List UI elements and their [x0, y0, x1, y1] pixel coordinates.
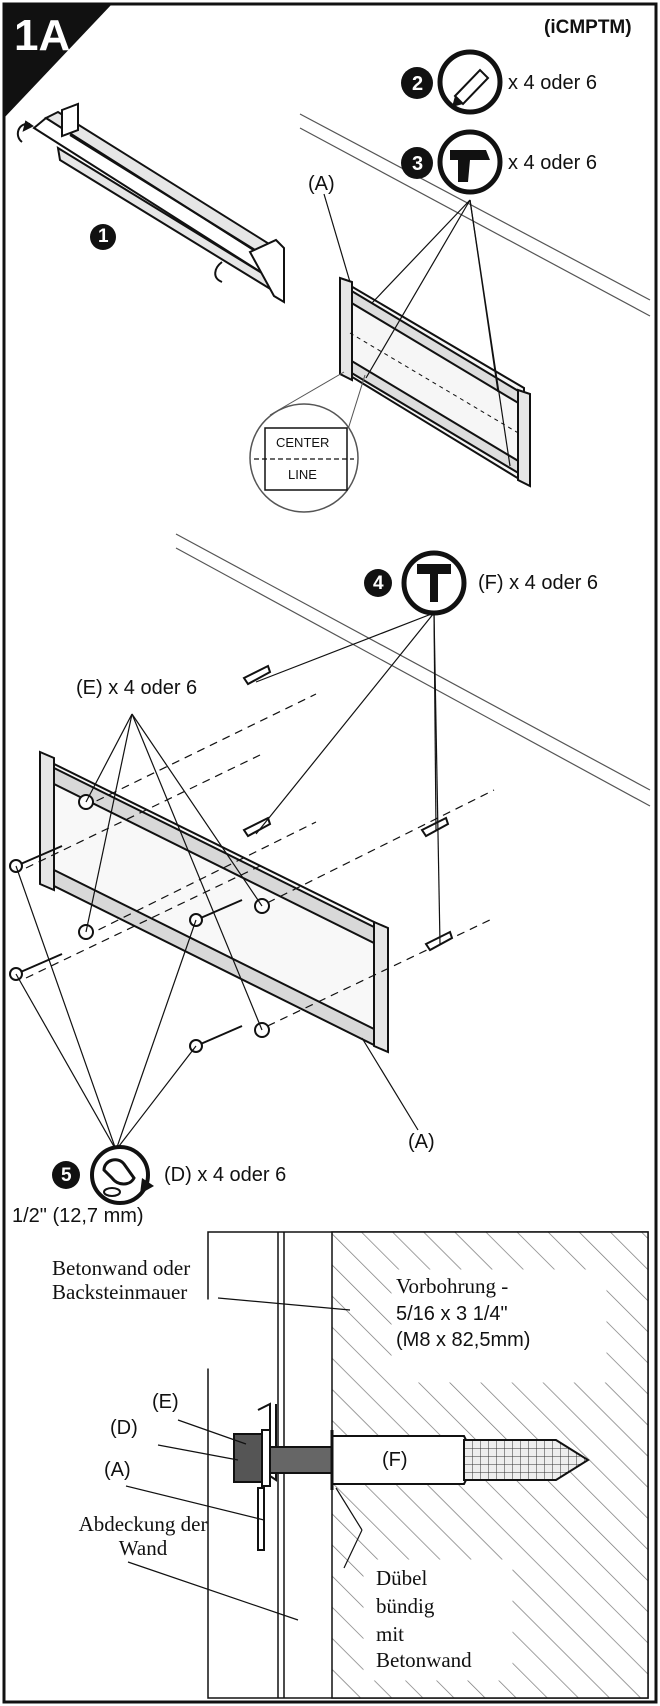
predrill-size-inch: 5/16 x 3 1/4"	[396, 1303, 508, 1325]
cross-section-view	[49, 1231, 649, 1699]
center-label: CENTER	[276, 435, 330, 450]
wrench-qty: (D) x 4 oder 6	[164, 1164, 287, 1186]
drill-qty: x 4 oder 6	[508, 152, 597, 174]
wall-plate-front-mid	[39, 750, 389, 1054]
step-2-number: 2	[412, 73, 424, 95]
washer-qty: (E) x 4 oder 6	[76, 677, 198, 699]
step-2-badge	[401, 67, 433, 99]
predrill-title: Vorbohrung -	[396, 1274, 509, 1298]
anchor-note-3: mit	[376, 1622, 405, 1646]
step-corner-badge	[4, 4, 112, 118]
model-code: (iCMPTM)	[544, 17, 632, 38]
wrench-pointers	[15, 865, 419, 1151]
wall-label: Betonwand oder Backsteinmauer	[52, 1256, 191, 1305]
cover-label: Abdeckung der Wand	[78, 1512, 208, 1561]
step-1-number: 1	[98, 226, 109, 247]
section-label-d: (D)	[110, 1417, 138, 1439]
anchor-note-4: Betonwand	[376, 1648, 472, 1672]
step-label: 1A	[14, 11, 71, 60]
step-3-number: 3	[412, 153, 424, 175]
predrill-size-mm: (M8 x 82,5mm)	[396, 1329, 531, 1351]
wrench-size: 1/2" (12,7 mm)	[12, 1205, 144, 1227]
step-1-badge	[90, 224, 116, 250]
section-label-a: (A)	[104, 1459, 131, 1481]
wall-outline-middle	[175, 533, 651, 807]
wrench-icon	[90, 1145, 154, 1205]
anchor-note-1: Dübel	[376, 1566, 428, 1590]
anchor-f	[242, 664, 454, 952]
step-3-badge	[401, 147, 433, 179]
drill-icon	[437, 129, 503, 195]
tool-pointers-top	[323, 193, 511, 467]
anchor-paths	[25, 693, 495, 1033]
line-label: LINE	[288, 467, 317, 482]
hammer-icon	[401, 550, 467, 616]
anchor-note-2: bündig	[376, 1594, 435, 1618]
step-4-number: 4	[373, 573, 384, 594]
section-label-e: (E)	[152, 1391, 179, 1413]
wall-plate-side-view	[16, 102, 285, 304]
wall-outline	[299, 113, 651, 317]
hammer-qty: (F) x 4 oder 6	[478, 572, 599, 594]
section-label-f: (F)	[382, 1449, 408, 1471]
label-a-top: (A)	[308, 173, 335, 195]
center-line-magnifier	[249, 371, 366, 513]
step-5-number: 5	[61, 1165, 72, 1186]
wall-plate-front-top	[339, 276, 531, 488]
washer-pointers	[85, 713, 263, 1031]
pencil-qty: x 4 oder 6	[508, 72, 597, 94]
step-4-badge	[364, 569, 392, 597]
step-5-badge	[52, 1161, 80, 1189]
label-a-mid: (A)	[408, 1131, 435, 1153]
pencil-icon	[437, 49, 503, 115]
hammer-pointers	[255, 612, 441, 945]
